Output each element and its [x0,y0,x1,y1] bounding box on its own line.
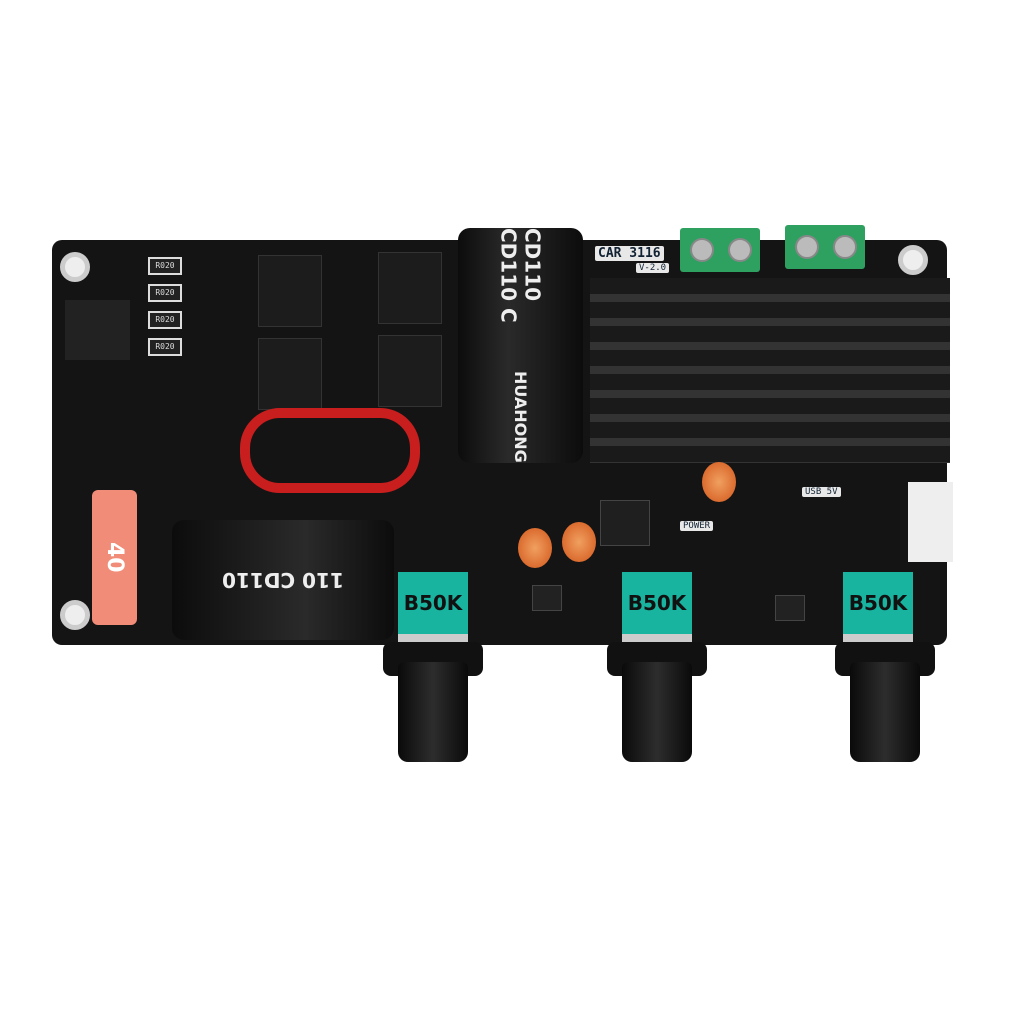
potentiometer: B50K [398,572,468,644]
electrolytic-capacitor [518,528,552,568]
resistor: R020 [148,338,182,356]
fuse-rating: 40 [102,542,127,573]
mosfet [258,255,322,327]
capacitor-horizontal: 110 CD110 [172,520,394,640]
usb-label: USB 5V [802,487,841,497]
heatsink [590,278,950,463]
knob[interactable] [850,662,920,762]
toroid-inductor [240,408,420,493]
terminal-block [785,225,865,269]
electrolytic-capacitor [562,522,596,562]
fuse: 40 [92,490,137,625]
terminal-block [680,228,760,272]
regulator-chip [600,500,650,546]
ic-chip [775,595,805,621]
power-label: POWER [680,521,714,531]
board-model: CAR 3116 [595,246,664,261]
mounting-hole [60,600,90,630]
board-version: V-2.0 [636,263,670,273]
capacitor-label: CD110 CD110 C [496,228,545,323]
mounting-hole [898,245,928,275]
ic-chip [532,585,562,611]
resistor: R020 [148,284,182,302]
electrolytic-capacitor [702,462,736,502]
regulator-chip [65,300,130,360]
capacitor-brand: HUAHONG [511,371,530,463]
potentiometer: B50K [843,572,913,644]
mosfet [258,338,322,410]
resistor: R020 [148,257,182,275]
mosfet [378,252,442,324]
mounting-hole [60,252,90,282]
connector [908,482,953,562]
potentiometer: B50K [622,572,692,644]
capacitor-label: 110 CD110 [222,568,344,592]
knob[interactable] [622,662,692,762]
mosfet [378,335,442,407]
knob[interactable] [398,662,468,762]
capacitor-vertical: CD110 CD110 C HUAHONG [458,228,583,463]
resistor: R020 [148,311,182,329]
